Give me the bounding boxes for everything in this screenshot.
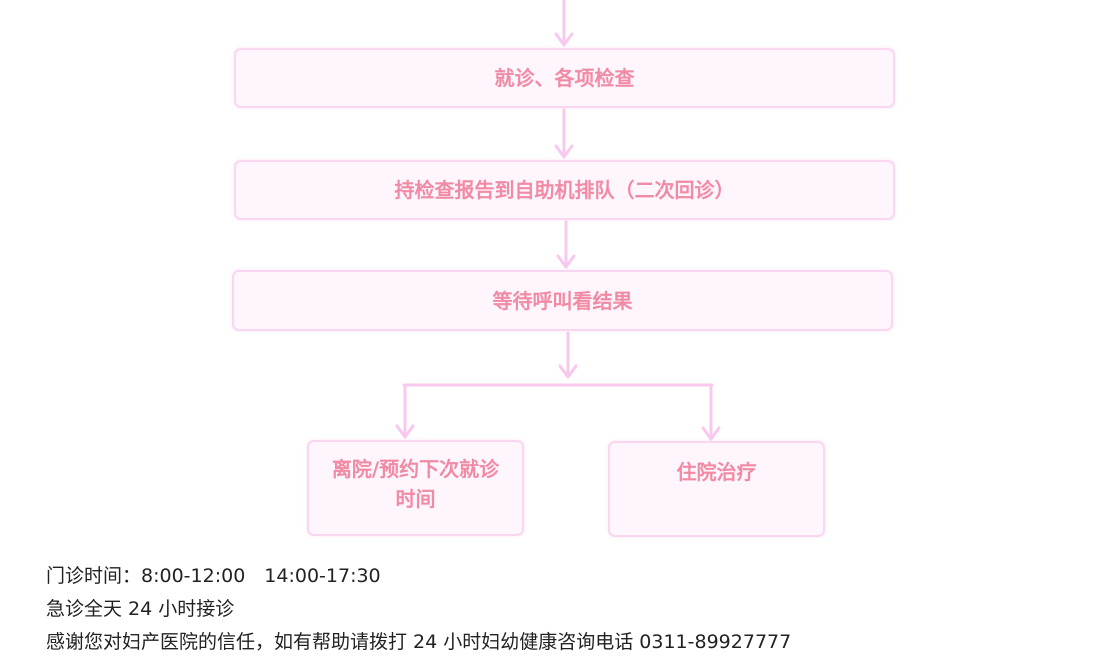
emergency-note: 急诊全天 24 小时接诊: [46, 598, 235, 620]
flow-step-queue-label: 持检查报告到自助机排队（二次回诊）: [394, 178, 735, 202]
flow-step-leave-label: 离院/预约下次就诊时间: [331, 457, 500, 511]
flow-step-exam-label: 就诊、各项检查: [494, 66, 635, 90]
arrow-wait-to-branch: [558, 331, 578, 379]
arrow-exam-to-queue: [554, 108, 574, 159]
arrow-into-exam: [554, 0, 574, 47]
flow-step-queue: 持检查报告到自助机排队（二次回诊）: [234, 160, 895, 220]
flow-step-admit: 住院治疗: [608, 441, 825, 537]
flow-step-wait: 等待呼叫看结果: [232, 270, 893, 331]
arrow-branch-to-admit: [701, 383, 721, 441]
clinic-info: 门诊时间：8:00-12:00 14:00-17:30 急诊全天 24 小时接诊…: [46, 560, 791, 659]
flow-step-admit-label: 住院治疗: [676, 460, 757, 484]
flow-step-wait-label: 等待呼叫看结果: [492, 288, 633, 313]
arrow-queue-to-wait: [556, 220, 576, 269]
arrow-branch-to-leave: [395, 383, 415, 439]
flow-step-exam: 就诊、各项检查: [234, 48, 895, 108]
outpatient-hours: 门诊时间：8:00-12:00 14:00-17:30: [46, 565, 381, 587]
hotline-note: 感谢您对妇产医院的信任，如有帮助请拨打 24 小时妇幼健康咨询电话 0311-8…: [46, 631, 792, 653]
flow-step-leave: 离院/预约下次就诊时间: [307, 440, 524, 536]
